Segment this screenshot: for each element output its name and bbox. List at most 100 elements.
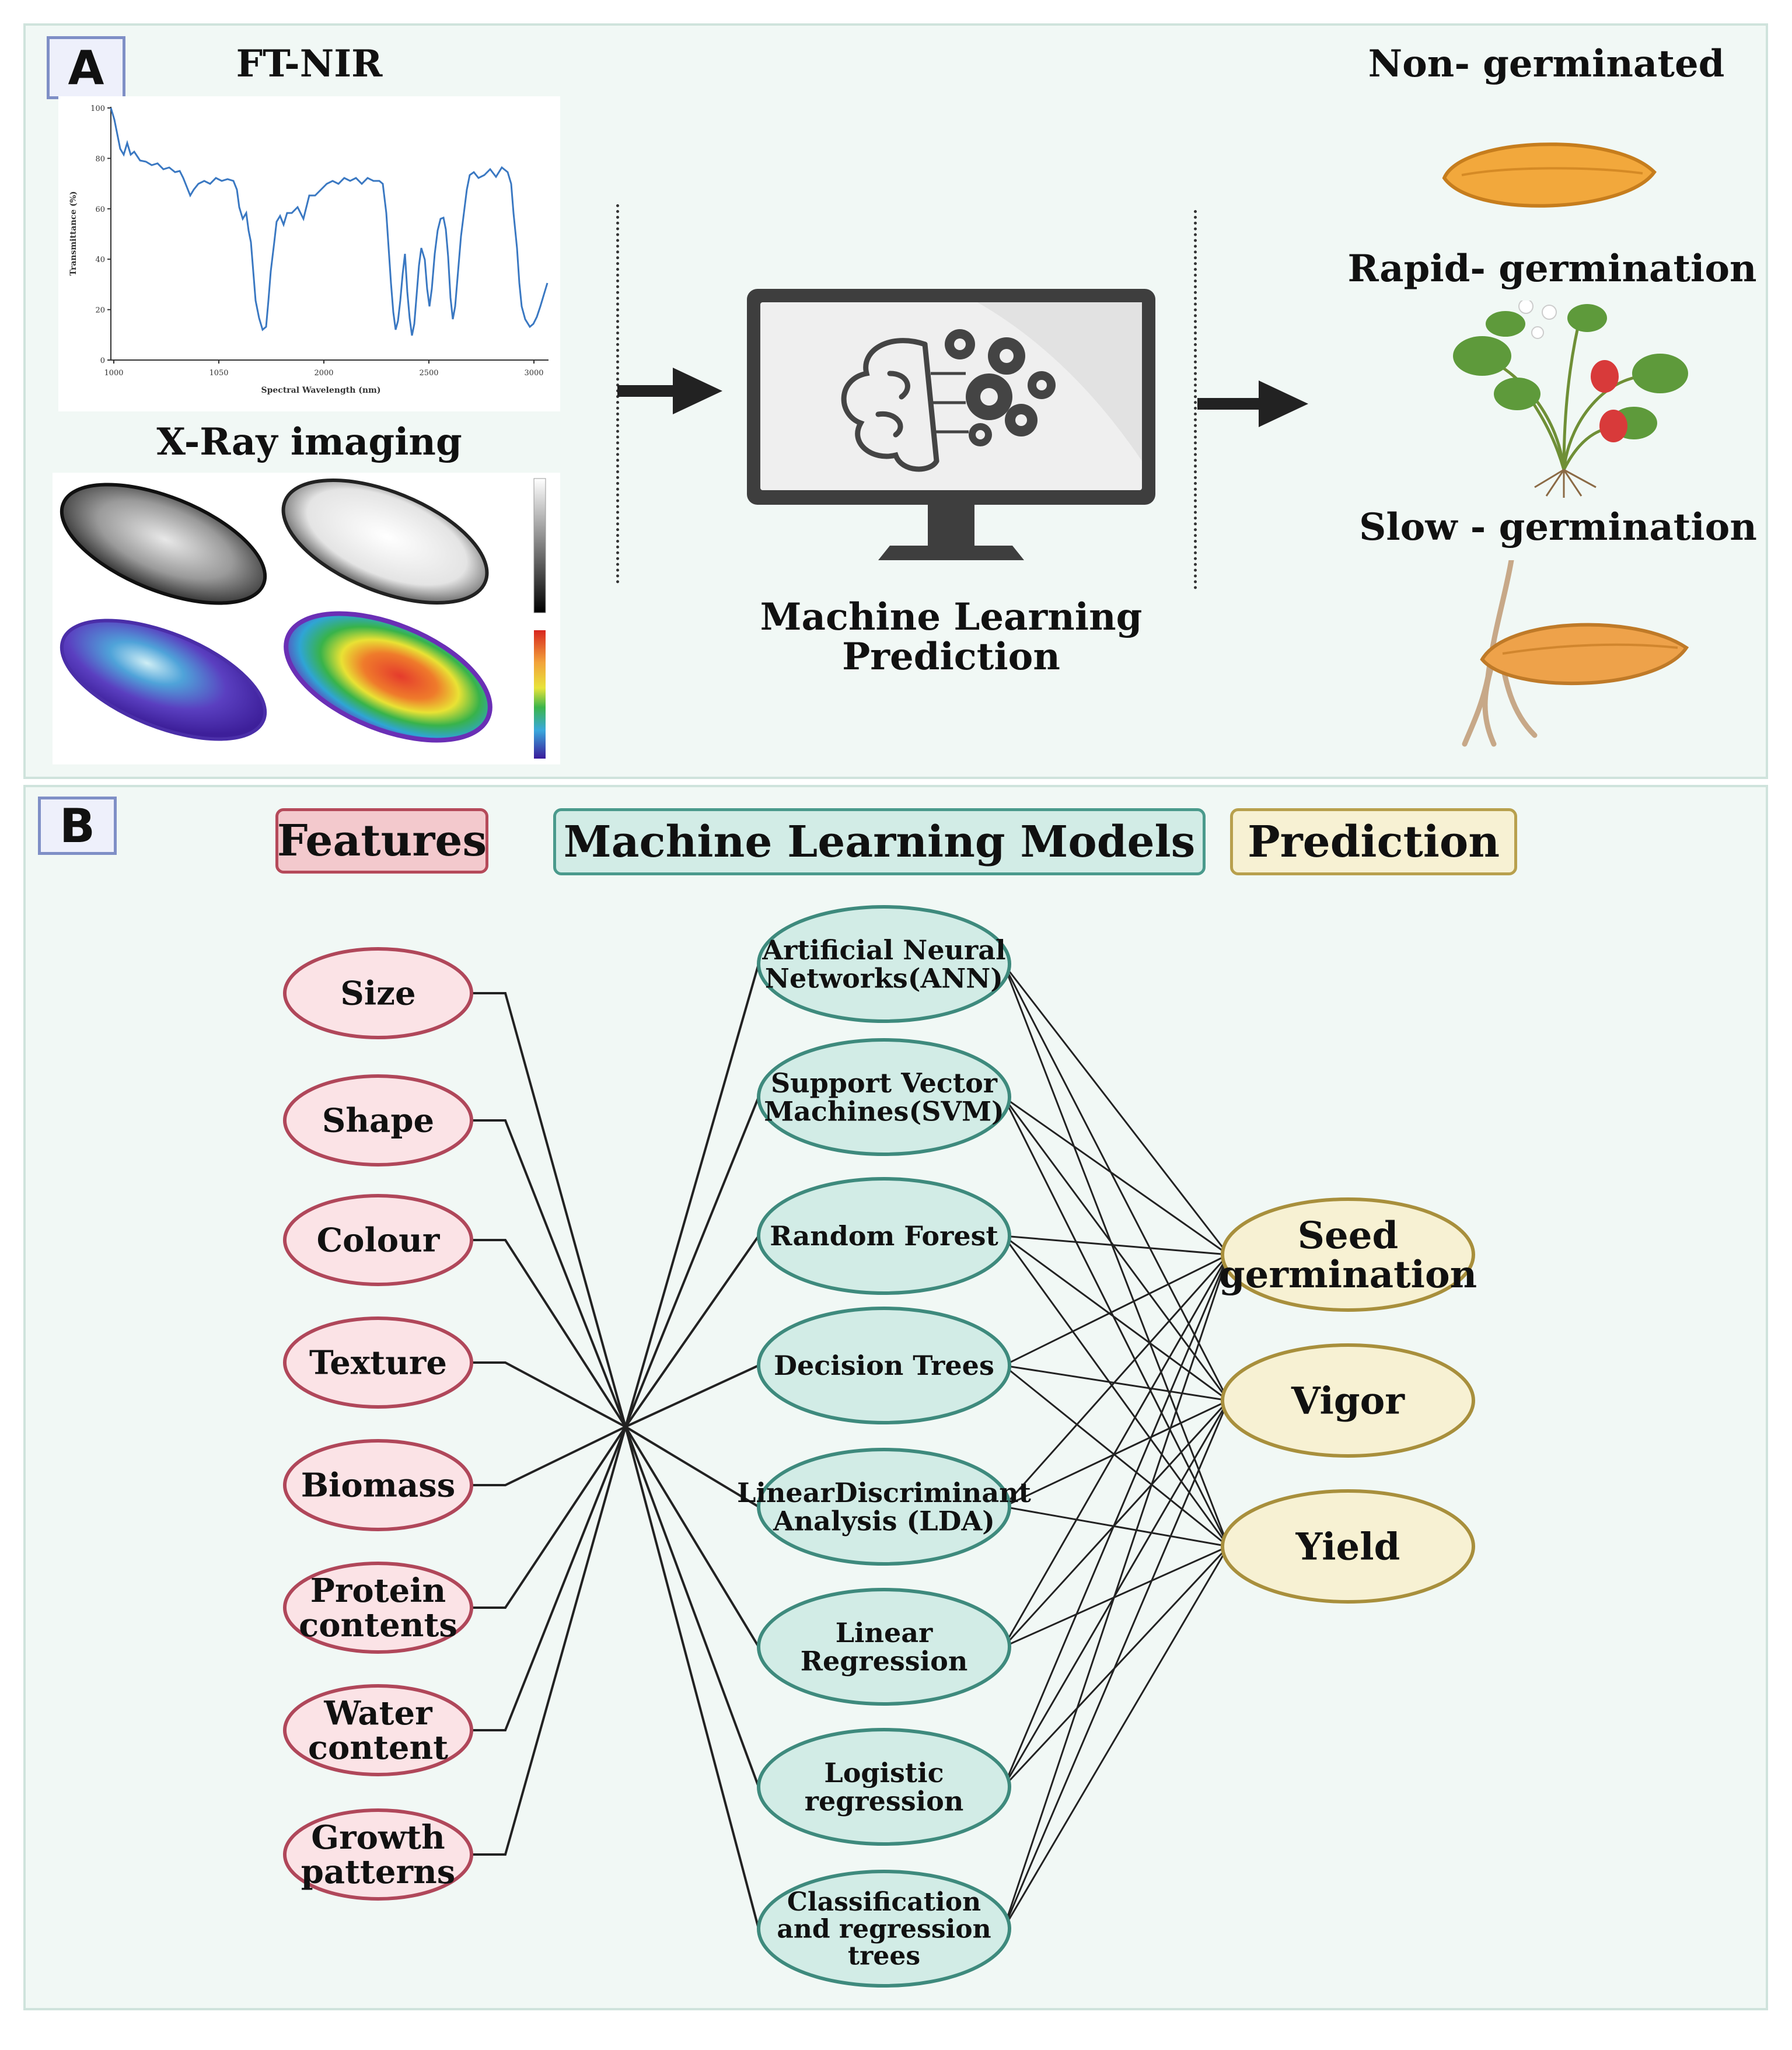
ftnir-xtick-label: 2500 — [419, 369, 438, 378]
panel-b-letter: B — [38, 797, 117, 855]
feature-node-label: Biomass — [301, 1466, 456, 1505]
prediction-node-label: Seed — [1298, 1214, 1398, 1258]
feature-node-label: Shape — [322, 1102, 434, 1140]
model-node-label: Classification — [787, 1887, 981, 1917]
feature-connector — [471, 1361, 626, 1428]
model-node-label: Networks(ANN) — [765, 962, 1003, 994]
prediction-connector — [1003, 1253, 1229, 1367]
feature-connector — [471, 992, 627, 1427]
gears-icon — [945, 329, 1056, 446]
arrow-right-icon — [617, 368, 722, 414]
prediction-node-label: Yield — [1295, 1525, 1400, 1569]
model-node-label: Linear — [836, 1617, 933, 1649]
xray-images — [53, 473, 560, 764]
model-node-label: and regression — [777, 1914, 991, 1944]
ftnir-xtick-label: 2000 — [314, 369, 333, 378]
prediction-connector — [1003, 1506, 1229, 1548]
prediction-connector — [1002, 1254, 1229, 1647]
prediction-connector — [1003, 1096, 1229, 1256]
feature-connector — [471, 1239, 627, 1428]
outcome-non-germinated: Non- germinated — [1368, 42, 1725, 86]
feature-connector — [471, 1426, 627, 1856]
feature-node: Size — [283, 947, 473, 1039]
feature-node-label: Protein — [310, 1571, 446, 1610]
ml-prediction-label-line2: Prediction — [842, 635, 1060, 679]
ftnir-xlabel: Spectral Wavelength (nm) — [261, 386, 380, 395]
strawberry-plant-icon — [1453, 301, 1688, 498]
feature-connector — [471, 1426, 627, 1731]
model-node-label: regression — [805, 1785, 964, 1817]
feature-connector — [471, 1426, 626, 1486]
model-connector — [624, 1235, 760, 1428]
feature-node-label: Size — [340, 975, 415, 1013]
prediction-connector — [1002, 1096, 1229, 1401]
model-node-label: trees — [848, 1941, 920, 1971]
ftnir-ytick-label: 0 — [100, 357, 105, 365]
feature-connector — [471, 1426, 627, 1609]
model-connector — [624, 1426, 760, 1787]
model-connector — [624, 1096, 760, 1427]
header-features: Features — [275, 808, 488, 874]
ftnir-ytick-label: 40 — [95, 256, 105, 264]
outcome-slow-germination: Slow - germination — [1359, 505, 1757, 549]
model-node: Random Forest — [757, 1177, 1011, 1295]
prediction-connector — [1002, 1235, 1229, 1547]
prediction-connector — [1002, 963, 1229, 1255]
header-prediction: Prediction — [1230, 808, 1517, 875]
ftnir-ytick-label: 20 — [95, 306, 105, 315]
model-node-label: Random Forest — [770, 1220, 998, 1252]
prediction-connector — [1003, 1235, 1229, 1256]
prediction-connector — [1003, 1545, 1229, 1648]
ftnir-spectrum-line — [110, 107, 549, 336]
prediction-connector — [1002, 1096, 1229, 1547]
feature-node: Colour — [283, 1194, 473, 1286]
feature-node: Texture — [283, 1316, 473, 1409]
feature-node-label: patterns — [301, 1853, 456, 1891]
model-connector — [624, 1426, 760, 1508]
ftnir-xtick-label: 1050 — [209, 369, 228, 378]
model-connector — [624, 963, 760, 1427]
model-connector — [625, 1364, 759, 1428]
prediction-connector — [1003, 1364, 1229, 1548]
prediction-connector — [1002, 963, 1229, 1547]
model-node-label: Regression — [801, 1645, 968, 1677]
prediction-connector — [1002, 1546, 1229, 1929]
outcome-rapid-germination: Rapid- germination — [1347, 247, 1757, 291]
germinating-seed-icon — [1462, 560, 1689, 747]
prediction-connector — [1002, 1400, 1229, 1929]
prediction-node-label: Vigor — [1291, 1379, 1405, 1423]
seed-icon — [1442, 142, 1657, 208]
model-node-label: Decision Trees — [774, 1350, 994, 1381]
prediction-connector — [1002, 1254, 1229, 1787]
feature-node: Shape — [283, 1074, 473, 1167]
model-node-label: Analysis (LDA) — [773, 1505, 995, 1536]
model-node-label: Machines(SVM) — [764, 1095, 1004, 1127]
feature-node-label: Growth — [311, 1818, 445, 1857]
feature-node-label: Water — [323, 1694, 433, 1733]
ftnir-ytick-label: 100 — [90, 104, 105, 113]
model-node-label: Artificial Neural — [761, 934, 1005, 966]
prediction-connector — [1003, 1399, 1229, 1508]
feature-node-label: content — [308, 1728, 448, 1767]
feature-node-label: contents — [299, 1606, 457, 1644]
prediction-node: Yield — [1221, 1489, 1475, 1604]
ml-prediction-label-line1: Machine Learning — [760, 595, 1143, 639]
xray-title: X-Ray imaging — [156, 420, 462, 464]
prediction-connector — [1003, 1235, 1229, 1402]
prediction-node: Vigor — [1221, 1343, 1475, 1458]
prediction-connector — [1002, 1399, 1229, 1648]
ftnir-xtick-label: 3000 — [524, 369, 543, 378]
separator-right — [1194, 210, 1197, 589]
prediction-connector — [1002, 963, 1229, 1401]
